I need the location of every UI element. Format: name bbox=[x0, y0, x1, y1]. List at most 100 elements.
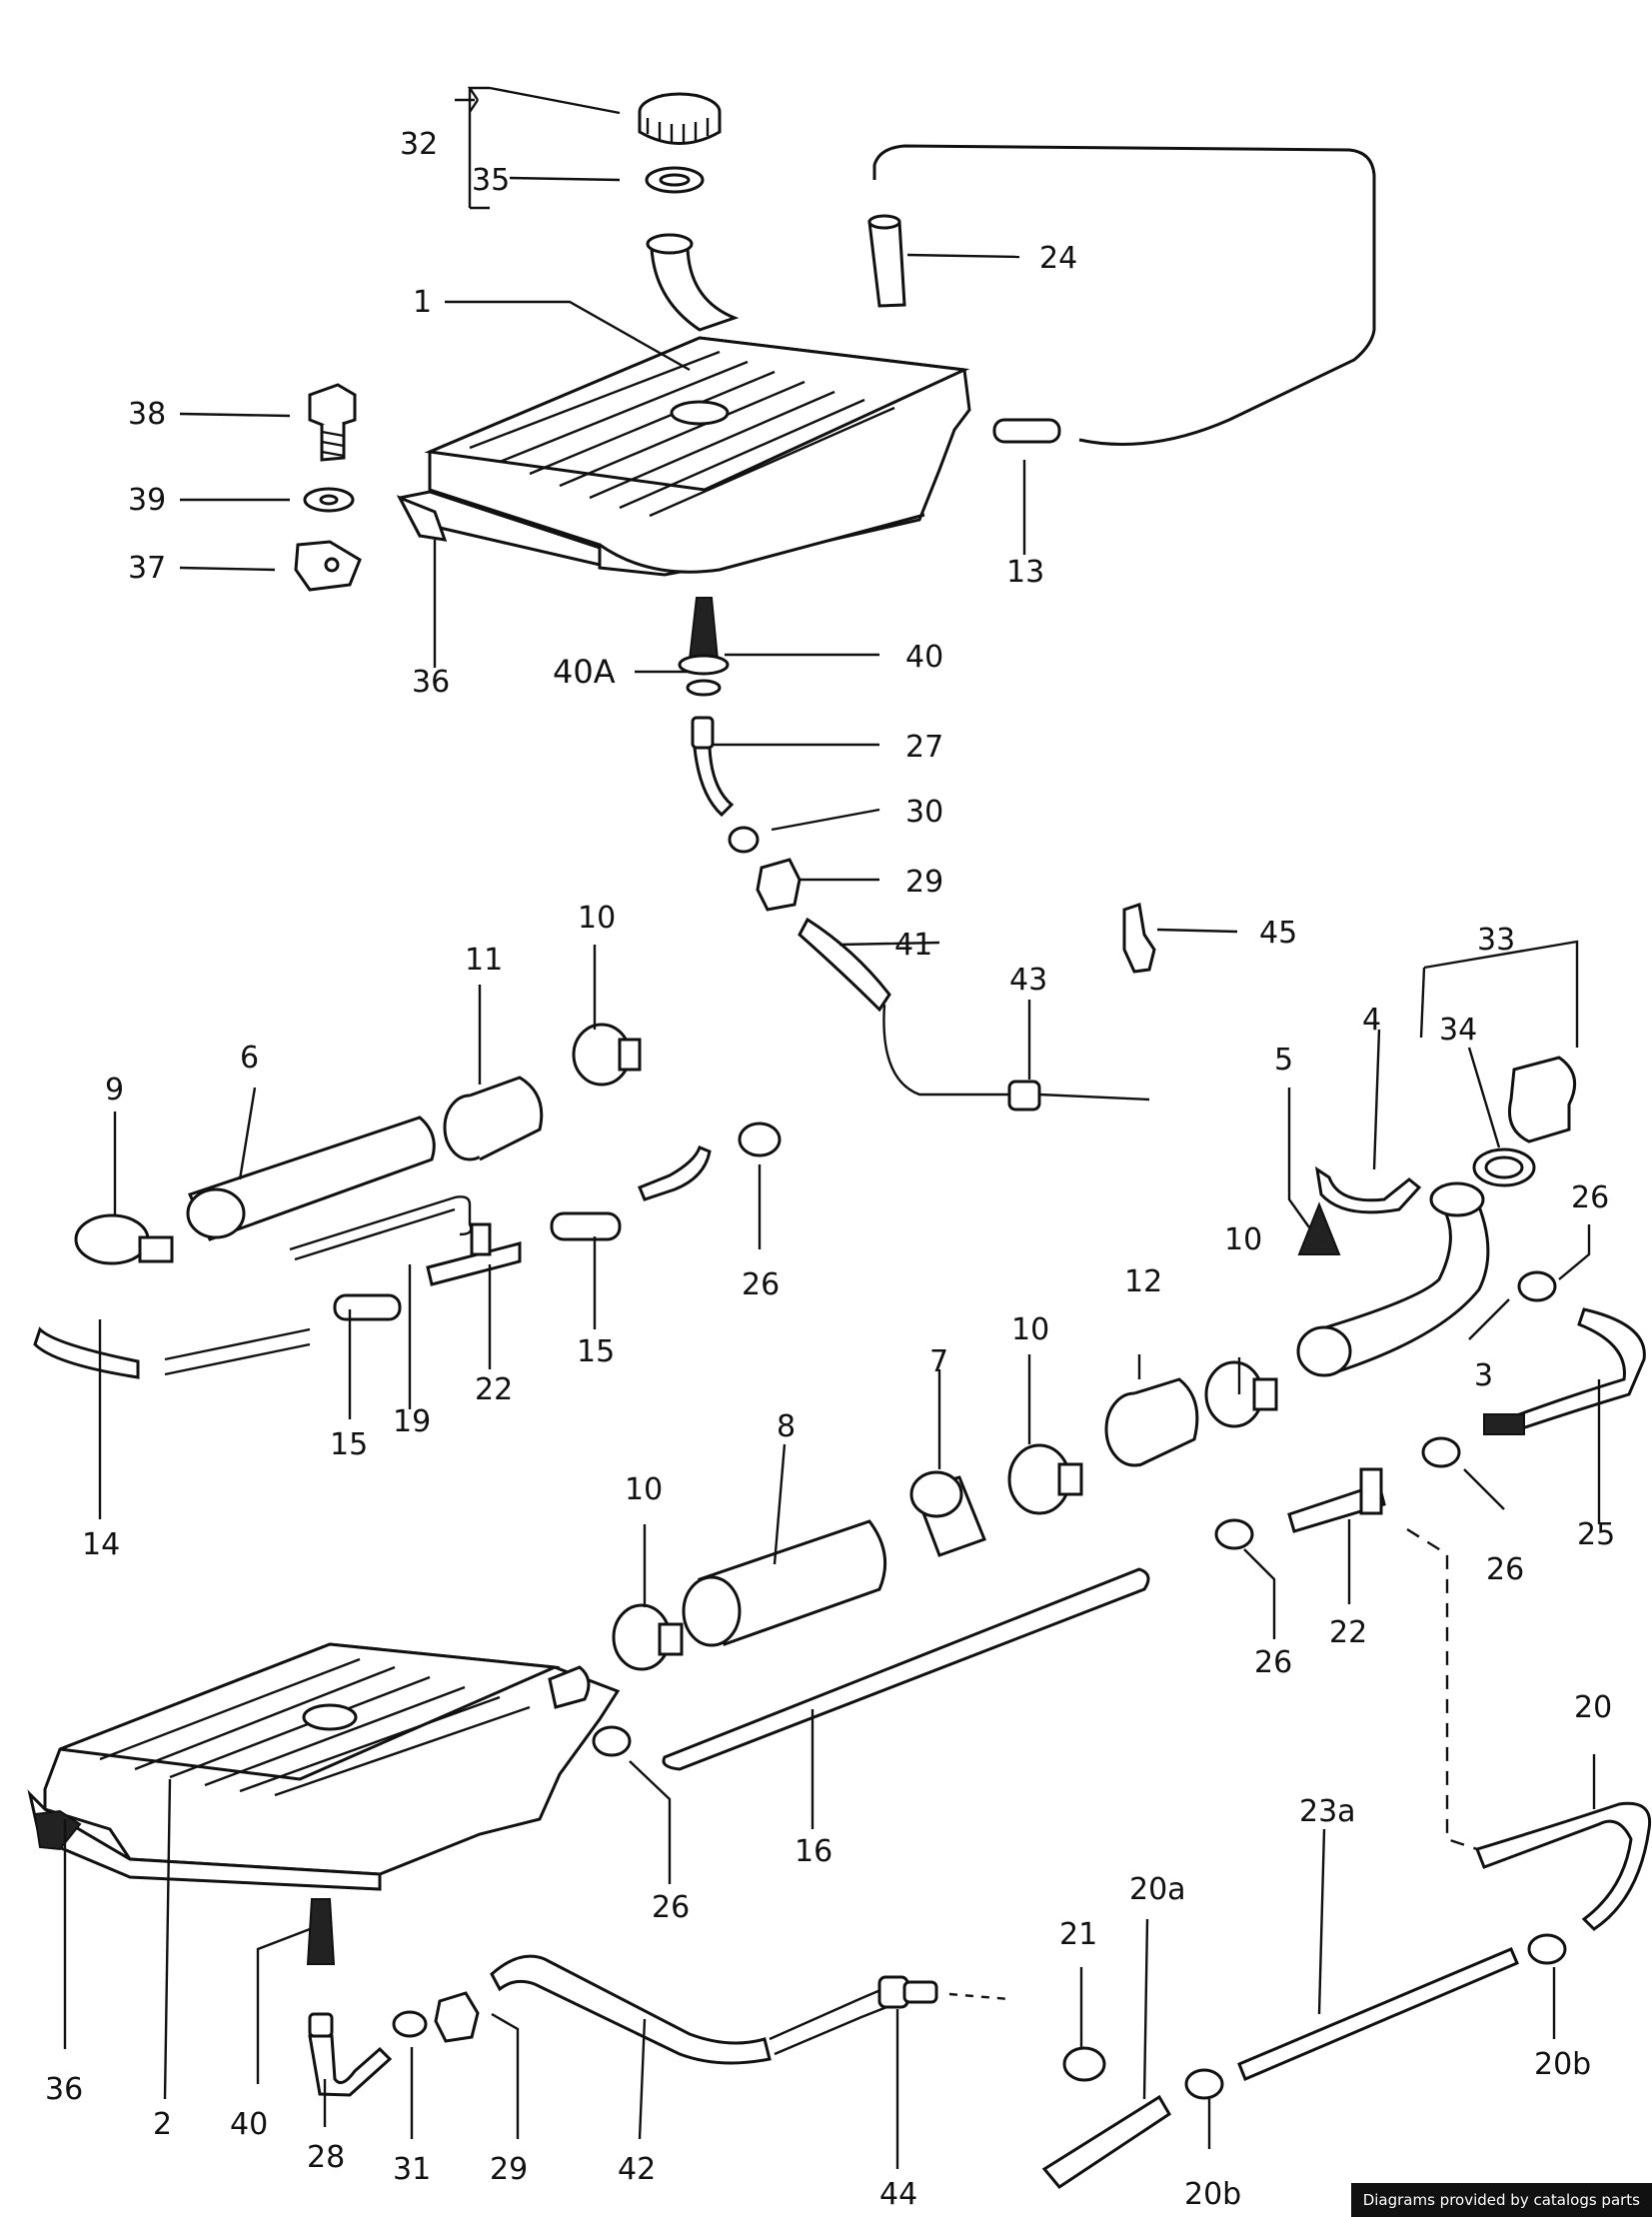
credit-badge: Diagrams provided by catalogs parts bbox=[1350, 2183, 1652, 2217]
callout-26-lower: 26 bbox=[652, 1890, 690, 1925]
grommet-21 bbox=[1062, 2046, 1106, 2082]
leader-lines bbox=[63, 86, 1601, 2169]
callout-10-right: 10 bbox=[1224, 1222, 1262, 1257]
callout-35: 35 bbox=[472, 163, 510, 198]
clip-26-mid bbox=[1214, 1518, 1254, 1550]
filler-neck-3 bbox=[1296, 1181, 1490, 1377]
callout-14: 14 bbox=[82, 1527, 120, 1562]
clip-26-top bbox=[738, 1121, 782, 1157]
callout-9: 9 bbox=[105, 1073, 124, 1108]
outlet-pipe bbox=[691, 716, 735, 818]
callout-20b-bottom: 20b bbox=[1184, 2177, 1241, 2212]
callout-15-left: 15 bbox=[330, 1427, 368, 1462]
callout-28: 28 bbox=[307, 2140, 345, 2175]
callout-40A: 40A bbox=[553, 653, 616, 691]
callout-16: 16 bbox=[795, 1834, 832, 1869]
callout-30: 30 bbox=[905, 795, 943, 830]
callout-36-bottom: 36 bbox=[45, 2072, 83, 2107]
callout-24: 24 bbox=[1039, 241, 1077, 276]
vent-hose-sleeve bbox=[867, 214, 906, 308]
callout-8: 8 bbox=[777, 1409, 796, 1444]
callout-13: 13 bbox=[1006, 555, 1044, 590]
callout-34: 34 bbox=[1439, 1013, 1477, 1048]
bent-pipe bbox=[638, 1145, 712, 1201]
vent-valve bbox=[1122, 903, 1156, 974]
callout-25: 25 bbox=[1577, 1517, 1615, 1552]
callout-20b-right: 20b bbox=[1534, 2047, 1591, 2082]
hose-connector-44 bbox=[877, 1975, 938, 2009]
bracket-4 bbox=[1314, 1165, 1422, 1214]
outlet-pipe-lower bbox=[308, 2012, 393, 2097]
strainer bbox=[678, 597, 730, 697]
large-hose bbox=[186, 1115, 436, 1241]
callout-6: 6 bbox=[240, 1041, 259, 1076]
fuel-hose-42 bbox=[490, 1954, 895, 2065]
callout-41: 41 bbox=[894, 928, 932, 963]
fuel-line-dashed bbox=[948, 1992, 1010, 2001]
vent-hose-connector bbox=[992, 418, 1061, 444]
hose-20 bbox=[1475, 1801, 1652, 1931]
callout-32: 32 bbox=[400, 127, 438, 162]
callout-44: 44 bbox=[879, 2177, 917, 2212]
callout-10-lower: 10 bbox=[625, 1472, 663, 1507]
callout-43: 43 bbox=[1009, 963, 1047, 998]
breather-pipe bbox=[289, 1195, 473, 1261]
callout-5: 5 bbox=[1274, 1043, 1293, 1078]
callout-10-mid: 10 bbox=[1011, 1312, 1049, 1347]
callout-38: 38 bbox=[128, 397, 166, 432]
hose-14-line bbox=[164, 1327, 311, 1376]
seal-ring bbox=[728, 826, 760, 854]
t-piece bbox=[426, 1222, 522, 1286]
callout-26-top: 26 bbox=[742, 1267, 780, 1302]
callout-26-mid-right: 26 bbox=[1486, 1552, 1524, 1587]
callout-23a: 23a bbox=[1299, 1794, 1356, 1829]
clamp bbox=[74, 1213, 174, 1265]
mounting-bracket bbox=[294, 540, 362, 592]
callout-22-top: 22 bbox=[475, 1372, 513, 1407]
union-nut-29 bbox=[434, 1991, 480, 2043]
hose-14 bbox=[33, 1326, 140, 1379]
fuel-tank-upper bbox=[396, 336, 971, 577]
clip-26-lower bbox=[592, 1725, 632, 1757]
callout-12: 12 bbox=[1124, 1264, 1162, 1299]
callout-31: 31 bbox=[393, 2152, 431, 2187]
fuel-hose-upper bbox=[798, 917, 1150, 1102]
hose-20a bbox=[1041, 2094, 1172, 2189]
callout-29-bottom: 29 bbox=[490, 2152, 528, 2187]
washer bbox=[303, 487, 355, 513]
cap-33 bbox=[1508, 1056, 1577, 1143]
seal-31 bbox=[392, 2010, 428, 2038]
vent-hose-long bbox=[872, 144, 1376, 446]
callout-27: 27 bbox=[905, 730, 943, 765]
sleeve-15a bbox=[333, 1293, 402, 1321]
callout-45: 45 bbox=[1259, 916, 1297, 951]
callout-36-top: 36 bbox=[412, 665, 450, 700]
clip-20b-right bbox=[1527, 1933, 1567, 1965]
callout-33: 33 bbox=[1477, 923, 1515, 958]
clip-26-mid2 bbox=[1421, 1436, 1461, 1468]
clamp-10-mid2 bbox=[1007, 1443, 1083, 1515]
bolt bbox=[308, 383, 357, 462]
callout-26-right: 26 bbox=[1571, 1180, 1609, 1215]
clip-26-right bbox=[1517, 1270, 1557, 1302]
callout-39: 39 bbox=[128, 483, 166, 518]
callout-4: 4 bbox=[1362, 1003, 1381, 1038]
callout-20a: 20a bbox=[1129, 1872, 1186, 1907]
hose-25 bbox=[1483, 1307, 1646, 1435]
pipe-23a bbox=[1237, 1947, 1519, 2081]
dashed-route bbox=[1406, 1527, 1478, 1851]
clip-5 bbox=[1297, 1201, 1341, 1255]
callout-20: 20 bbox=[1574, 1690, 1612, 1725]
sleeve-7 bbox=[909, 1470, 986, 1557]
callout-10-top: 10 bbox=[578, 901, 616, 936]
clamp-10-lower bbox=[612, 1603, 684, 1671]
t-piece-22b bbox=[1287, 1467, 1386, 1533]
hose-8 bbox=[682, 1519, 887, 1647]
seal-34 bbox=[1472, 1147, 1536, 1187]
connector-12 bbox=[1104, 1377, 1199, 1467]
cap-seal bbox=[645, 166, 705, 194]
union-nut bbox=[756, 858, 802, 912]
pipe-connector bbox=[443, 1076, 544, 1161]
callout-15-right: 15 bbox=[577, 1334, 615, 1369]
